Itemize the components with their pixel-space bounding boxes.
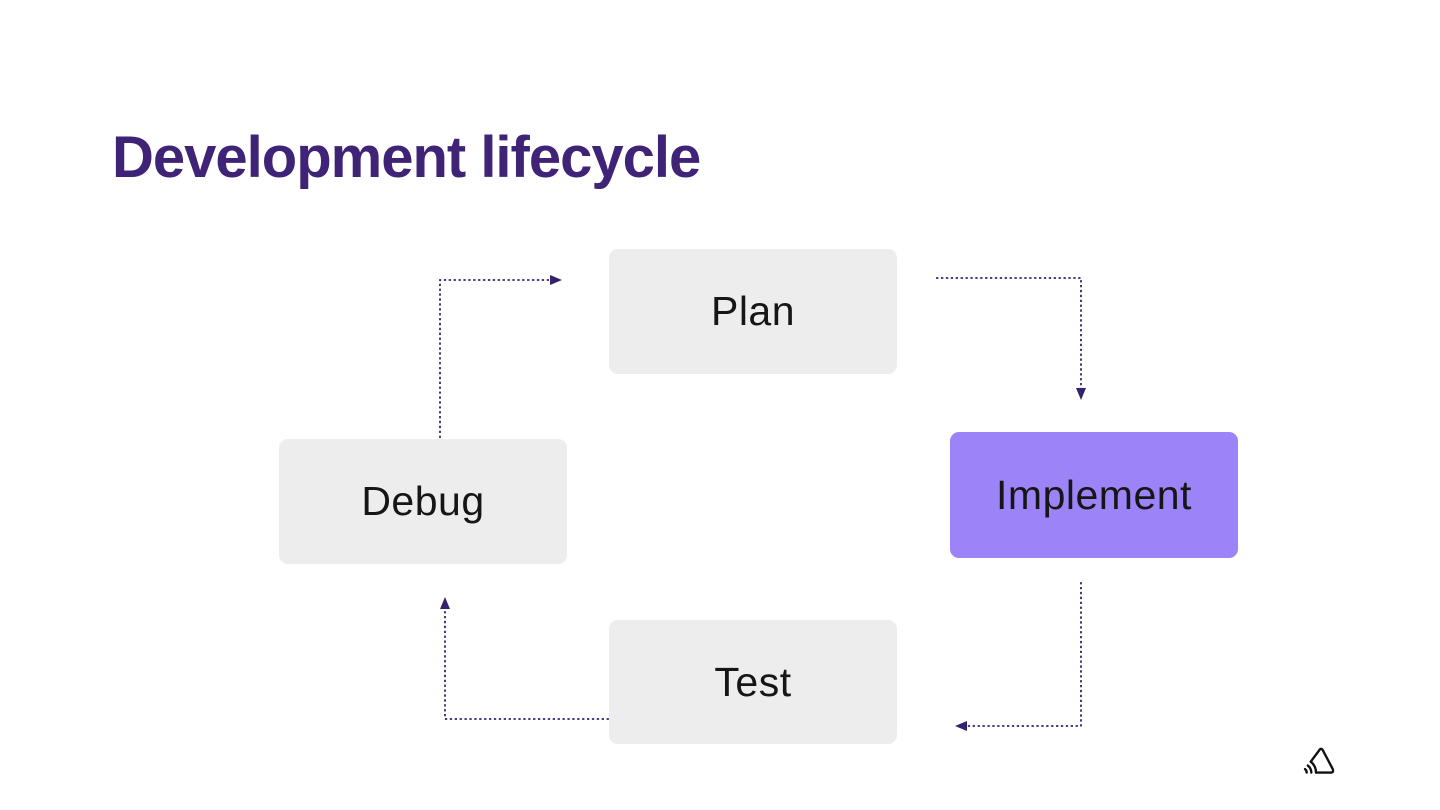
node-plan-label: Plan bbox=[710, 288, 796, 334]
arrow-implement-to-test-icon bbox=[955, 582, 1082, 731]
node-implement: Implement bbox=[950, 432, 1238, 558]
node-plan: Plan bbox=[609, 249, 897, 374]
sentry-logo-icon bbox=[1303, 747, 1335, 774]
arrow-test-to-debug-icon bbox=[440, 597, 609, 720]
node-test-label: Test bbox=[714, 658, 792, 705]
node-debug-label: Debug bbox=[361, 478, 485, 524]
arrow-plan-to-implement-icon bbox=[936, 277, 1086, 400]
node-debug: Debug bbox=[279, 439, 567, 564]
node-test: Test bbox=[609, 620, 897, 744]
arrow-debug-to-plan-icon bbox=[439, 275, 562, 438]
slide-title: Development lifecycle bbox=[112, 125, 701, 190]
node-implement-label: Implement bbox=[996, 471, 1192, 518]
